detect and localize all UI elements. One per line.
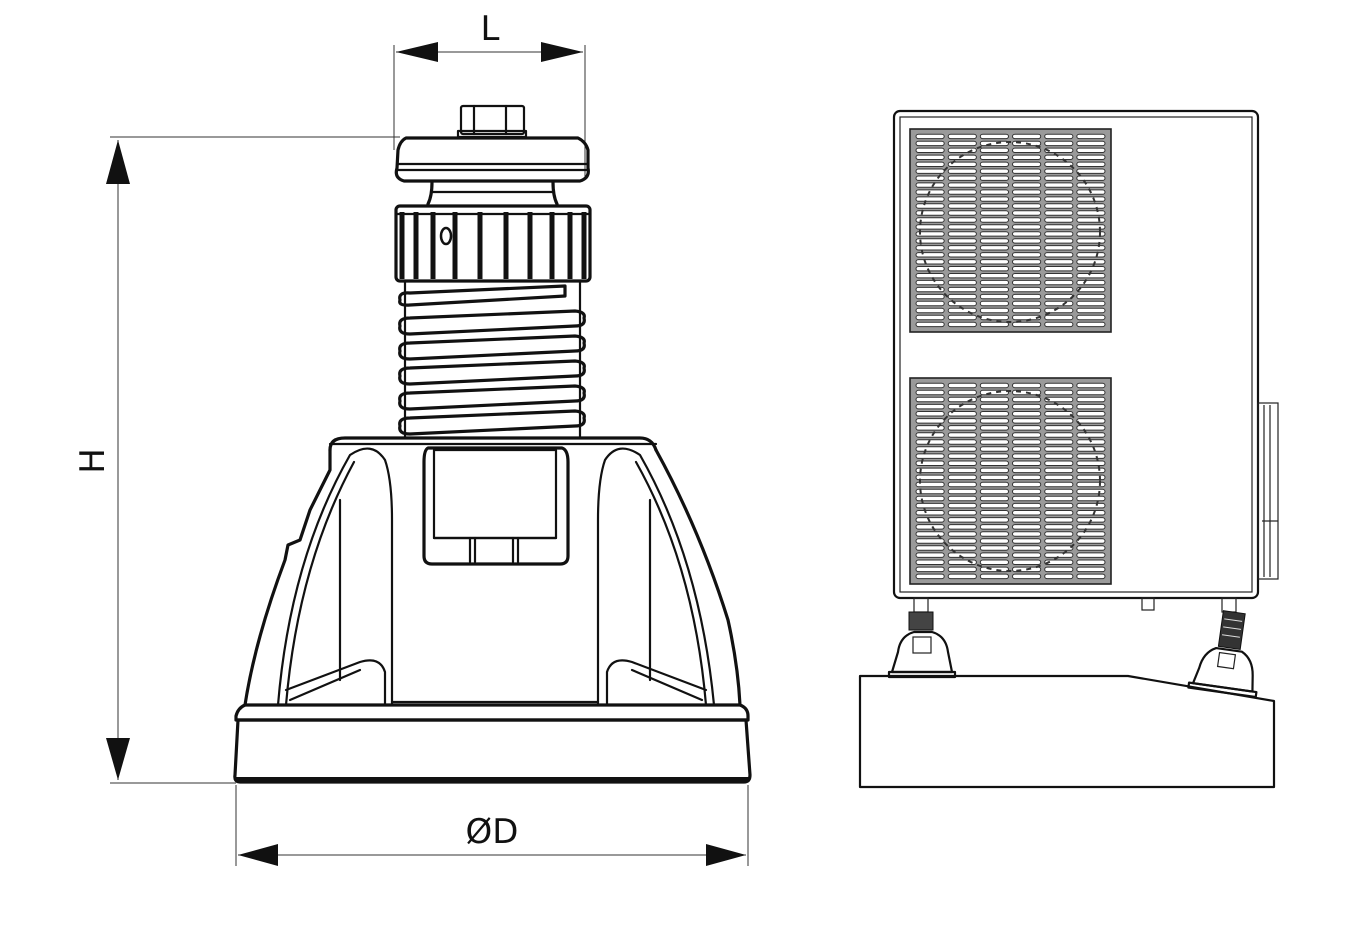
center-window: [422, 446, 570, 566]
dimension-od: ØD: [235, 785, 749, 866]
support-foot-left: [887, 597, 957, 679]
threaded-spindle: [398, 280, 586, 440]
ribbed-conical-body: [243, 436, 742, 707]
installation-example: [858, 109, 1279, 789]
dimension-l-label: L: [481, 9, 500, 49]
cap-disc: [394, 136, 590, 206]
dimension-h: H: [73, 136, 400, 784]
dimension-h-label: H: [73, 448, 113, 474]
fan-grille-bottom: [909, 377, 1112, 585]
hex-bolt: [456, 104, 528, 139]
support-foot: [233, 104, 752, 784]
condenser-unit: [892, 109, 1279, 611]
knurled-adjusting-ring: [394, 204, 592, 283]
support-foot-right: [1187, 597, 1258, 699]
dimension-l: L: [393, 9, 586, 178]
base-plate: [233, 703, 752, 784]
concrete-base: [858, 674, 1276, 789]
dimension-od-label: ØD: [466, 812, 519, 852]
fan-grille-top: [909, 128, 1112, 333]
